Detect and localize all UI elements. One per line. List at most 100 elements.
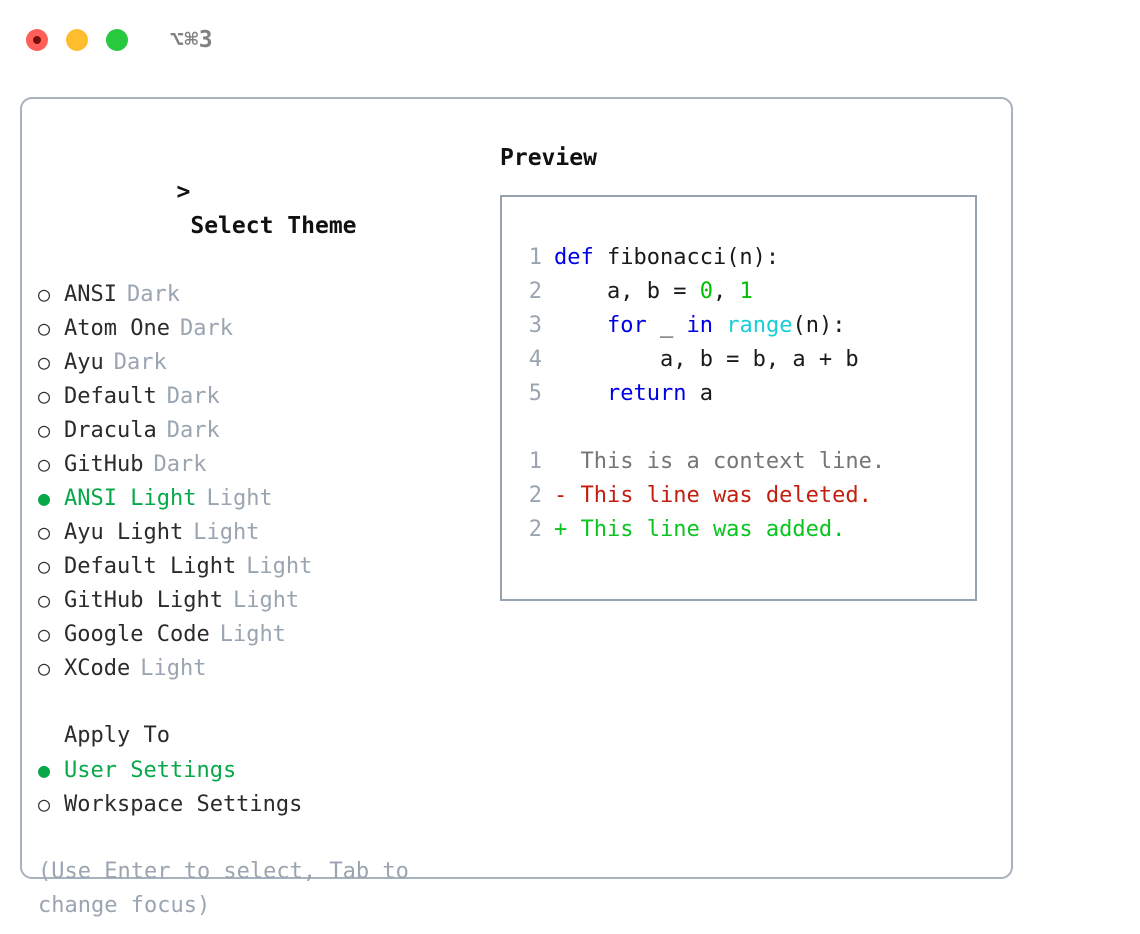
code-token-plain: fibonacci(n): <box>606 245 780 270</box>
diff-line-context: 1 This is a context line. <box>516 445 975 479</box>
code-token-num: 1 <box>739 279 753 304</box>
radio-unselected-icon: ○ <box>38 622 51 646</box>
close-window-button[interactable] <box>26 29 48 51</box>
theme-kind-badge: Dark <box>153 452 207 477</box>
theme-option-github[interactable]: ○ GitHub Dark <box>38 447 488 481</box>
code-line-text: a, b = 0, 1 <box>554 275 753 309</box>
theme-kind-badge: Light <box>206 486 273 511</box>
code-line-text: return a <box>554 377 713 411</box>
maximize-window-button[interactable] <box>106 29 128 51</box>
theme-kind-badge: Dark <box>113 350 167 375</box>
theme-kind-badge: Dark <box>179 316 233 341</box>
diff-line-number: 1 <box>528 449 542 474</box>
apply-to-title: Apply To <box>64 723 170 748</box>
minimize-window-button[interactable] <box>66 29 88 51</box>
keyboard-hint: (Use Enter to select, Tab to change focu… <box>38 859 409 918</box>
code-token-plain <box>554 313 607 338</box>
code-line-number: 4 <box>528 347 542 372</box>
diff-sample: 1 This is a context line.2- This line wa… <box>516 445 975 547</box>
code-line: 5 return a <box>516 377 975 411</box>
preview-heading: Preview <box>500 145 597 171</box>
diff-line-number: 2 <box>528 517 542 542</box>
traffic-lights <box>26 29 128 51</box>
radio-unselected-icon: ○ <box>38 418 51 442</box>
theme-option-ayu-light[interactable]: ○ Ayu Light Light <box>38 515 488 549</box>
radio-unselected-icon: ○ <box>38 792 51 816</box>
radio-unselected-icon: ○ <box>38 282 51 306</box>
radio-unselected-icon: ○ <box>38 588 51 612</box>
select-theme-label <box>176 213 190 239</box>
code-diff-separator <box>516 411 975 445</box>
code-line-number: 5 <box>528 381 542 406</box>
theme-option-ansi-light[interactable]: ● ANSI Light Light <box>38 481 488 515</box>
radio-unselected-icon: ○ <box>38 350 51 374</box>
code-token-plain: a, b = b, a + b <box>554 347 859 372</box>
theme-name: Dracula <box>64 418 157 443</box>
theme-name: GitHub <box>64 452 144 477</box>
code-token-plain <box>713 313 726 338</box>
code-token-plain <box>554 381 607 406</box>
theme-name: ANSI Light <box>64 486 197 511</box>
theme-name: Google Code <box>64 622 210 647</box>
theme-option-dracula[interactable]: ○ Dracula Dark <box>38 413 488 447</box>
theme-name: Atom One <box>64 316 170 341</box>
code-token-plain: _ <box>646 313 687 338</box>
theme-kind-badge: Dark <box>166 384 220 409</box>
theme-kind-badge: Light <box>140 656 207 681</box>
theme-kind-badge: Light <box>193 520 260 545</box>
code-token-plain: , <box>712 279 740 304</box>
theme-option-atom-one[interactable]: ○ Atom One Dark <box>38 311 488 345</box>
prompt-caret-icon: > <box>176 179 191 205</box>
code-line: 2 a, b = 0, 1 <box>516 275 975 309</box>
theme-name: GitHub Light <box>64 588 223 613</box>
theme-option-github-light[interactable]: ○ GitHub Light Light <box>38 583 488 617</box>
apply-to-option-user-settings[interactable]: ●User Settings <box>38 753 488 787</box>
theme-name: Ayu Light <box>64 520 184 545</box>
radio-unselected-icon: ○ <box>38 316 51 340</box>
radio-selected-icon: ● <box>38 758 51 782</box>
theme-name: ANSI <box>64 282 117 307</box>
theme-name: Ayu <box>64 350 104 375</box>
select-theme-title: Select Theme <box>190 213 357 239</box>
window-title: ⌥⌘3 <box>170 27 214 53</box>
select-theme-heading: > Select Theme <box>38 141 488 277</box>
code-token-plain: (n): <box>792 313 846 338</box>
code-line-text: for _ in range(n): <box>554 309 845 343</box>
code-line-number: 1 <box>528 245 542 270</box>
theme-name: XCode <box>64 656 131 681</box>
code-line-text: a, b = b, a + b <box>554 343 859 377</box>
theme-kind-badge: Light <box>232 588 300 613</box>
radio-selected-icon: ● <box>38 486 51 510</box>
diff-line-text: - This line was deleted. <box>554 483 872 508</box>
diff-line-deleted: 2- This line was deleted. <box>516 479 975 513</box>
code-line-number: 2 <box>528 279 542 304</box>
radio-unselected-icon: ○ <box>38 520 51 544</box>
code-token-kw: for <box>606 313 647 338</box>
theme-kind-badge: Light <box>246 554 313 579</box>
apply-to-option-workspace-settings[interactable]: ○Workspace Settings <box>38 787 488 821</box>
code-line: 3 for _ in range(n): <box>516 309 975 343</box>
code-token-plain: a, b = <box>554 279 700 304</box>
code-token-fn: range <box>726 313 793 338</box>
apply-to-list: ●User Settings○Workspace Settings <box>38 753 488 821</box>
radio-unselected-icon: ○ <box>38 452 51 476</box>
theme-kind-badge: Light <box>219 622 286 647</box>
theme-kind-badge: Dark <box>166 418 220 443</box>
code-token-kw: in <box>686 313 713 338</box>
code-line: 4 a, b = b, a + b <box>516 343 975 377</box>
theme-option-google-code[interactable]: ○ Google Code Light <box>38 617 488 651</box>
code-token-num: 0 <box>699 279 713 304</box>
theme-option-ayu[interactable]: ○ Ayu Dark <box>38 345 488 379</box>
